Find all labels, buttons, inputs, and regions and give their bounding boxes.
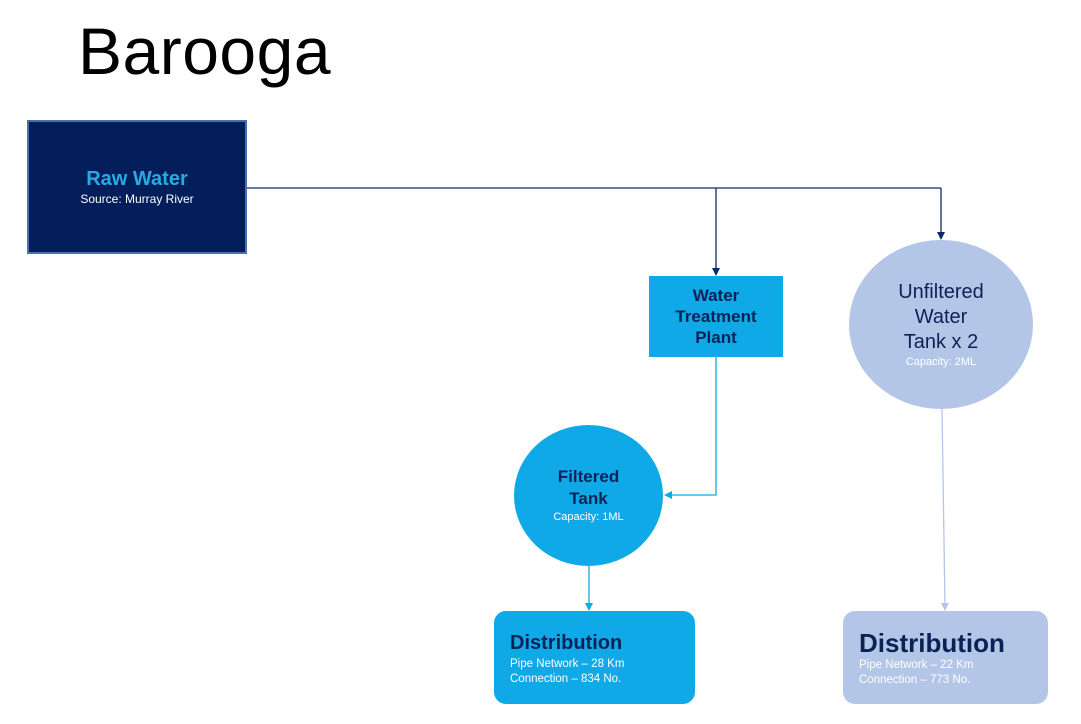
raw-water-heading: Raw Water (86, 168, 188, 190)
distribution-unfiltered-box: Distribution Pipe Network – 22 Km Connec… (843, 611, 1048, 704)
treatment-plant-heading-line: Plant (695, 328, 737, 347)
distribution-filtered-connection: Connection – 834 No. (510, 672, 622, 685)
filtered-tank-heading-line: Tank (569, 489, 608, 508)
raw-water-box: Raw Water Source: Murray River (27, 120, 247, 254)
unfiltered-tank-capacity: Capacity: 2ML (905, 355, 977, 368)
filtered-tank-circle: Filtered Tank Capacity: 1ML (514, 425, 663, 566)
connector-treatment-to-filtered (664, 357, 717, 499)
unfiltered-tank-circle: Unfiltered Water Tank x 2 Capacity: 2ML (849, 240, 1033, 409)
page-title: Barooga (78, 14, 332, 88)
filtered-tank-heading-line: Filtered (557, 467, 620, 486)
distribution-filtered-pipe-network: Pipe Network – 28 Km (510, 657, 625, 670)
filtered-tank-capacity: Capacity: 1ML (553, 511, 624, 523)
unfiltered-tank-heading-line: Tank x 2 (903, 330, 979, 353)
raw-water-source: Source: Murray River (80, 192, 194, 206)
distribution-filtered-box: Distribution Pipe Network – 28 Km Connec… (494, 611, 695, 704)
distribution-unfiltered-pipe-network: Pipe Network – 22 Km (859, 658, 974, 671)
distribution-unfiltered-heading: Distribution (859, 627, 1005, 658)
treatment-plant-heading-line: Treatment (675, 307, 757, 326)
connector-unfiltered-to-distribution (940, 408, 949, 611)
unfiltered-tank-heading-line: Water (914, 305, 968, 328)
distribution-filtered-heading: Distribution (510, 631, 623, 654)
water-treatment-plant-box: Water Treatment Plant (649, 276, 783, 357)
distribution-unfiltered-connection: Connection – 773 No. (859, 673, 971, 686)
treatment-plant-heading-line: Water (692, 286, 740, 305)
unfiltered-tank-heading-line: Unfiltered (898, 280, 984, 303)
